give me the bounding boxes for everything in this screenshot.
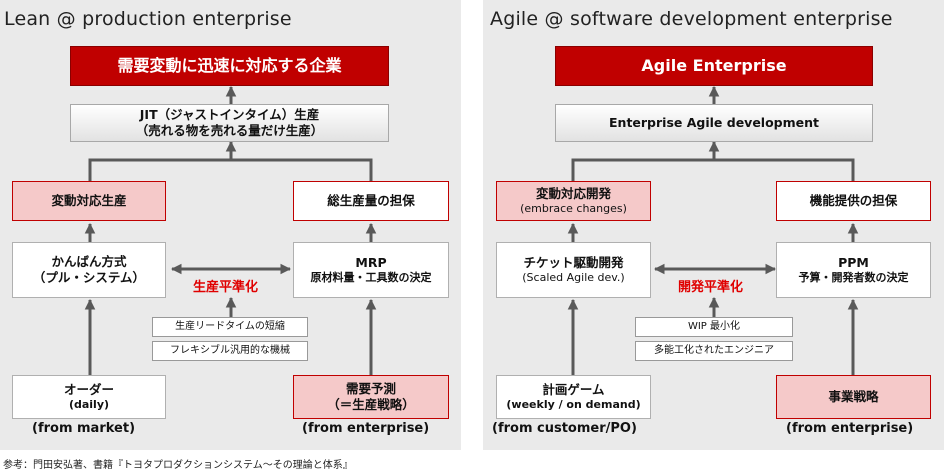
lean-mrp-title: MRP: [355, 255, 387, 271]
agile-feature-delivery-box: 機能提供の担保: [776, 181, 931, 221]
lean-forecast-title: 需要予測: [345, 381, 396, 397]
reference-footnote: 参考：門田安弘著、書籍『トヨタプロダクションシステム〜その理論と体系』: [3, 460, 353, 471]
lean-mrp-box: MRP 原材料量・工具数の決定: [293, 242, 449, 298]
lean-demand-forecast-box: 需要予測 （＝生産戦略）: [293, 375, 449, 419]
agile-ppm-box: PPM 予算・開発者数の決定: [776, 242, 931, 298]
lean-mrp-subtitle: 原材料量・工具数の決定: [310, 270, 432, 284]
lean-kanban-subtitle: （プル・システム）: [32, 270, 146, 285]
lean-jit-box: JIT（ジャストインタイム）生産 （売れる物を売れる量だけ生産）: [70, 104, 389, 142]
lean-kanban-title: かんばん方式: [51, 254, 127, 270]
lean-panel-title: Lean @ production enterprise: [4, 8, 292, 30]
lean-order-subtitle: (daily): [68, 397, 110, 411]
agile-panel-title: Agile @ software development enterprise: [490, 8, 893, 30]
agile-source-enterprise: (from enterprise): [786, 421, 914, 436]
agile-goal-box: Agile Enterprise: [555, 46, 873, 86]
agile-planning-subtitle: (weekly / on demand): [506, 397, 641, 411]
agile-enabler-wip: WIP 最小化: [635, 317, 793, 337]
agile-eadev-box: Enterprise Agile development: [555, 104, 873, 142]
agile-planning-title: 計画ゲーム: [542, 382, 605, 398]
lean-order-box: オーダー (daily): [12, 375, 166, 419]
agile-ticket-driven-box: チケット駆動開発 (Scaled Agile dev.): [496, 242, 651, 298]
agile-variable-dev-title: 変動対応開発: [535, 186, 611, 202]
agile-planning-game-box: 計画ゲーム (weekly / on demand): [496, 375, 651, 419]
lean-source-enterprise: (from enterprise): [302, 421, 430, 436]
lean-jit-subtitle: （売れる物を売れる量だけ生産）: [135, 123, 324, 138]
lean-leveling-label: 生産平準化: [193, 280, 259, 295]
lean-kanban-box: かんばん方式 （プル・システム）: [12, 242, 166, 298]
lean-order-title: オーダー: [63, 382, 114, 398]
lean-jit-title: JIT（ジャストインタイム）生産: [139, 107, 320, 123]
lean-forecast-subtitle: （＝生産戦略）: [327, 397, 415, 412]
agile-variable-dev-subtitle: (embrace changes): [520, 201, 627, 215]
agile-business-strategy-box: 事業戦略: [776, 375, 931, 419]
lean-enabler-flexible-machines: フレキシブル汎用的な機械: [152, 341, 308, 361]
agile-source-customer: (from customer/PO): [492, 421, 637, 436]
agile-variable-dev-box: 変動対応開発 (embrace changes): [496, 181, 651, 221]
agile-ppm-subtitle: 予算・開発者数の決定: [798, 270, 909, 284]
agile-ticket-subtitle: (Scaled Agile dev.): [522, 270, 625, 284]
lean-variable-production-box: 変動対応生産: [12, 181, 166, 221]
lean-source-market: (from market): [32, 421, 136, 436]
lean-goal-box: 需要変動に迅速に対応する企業: [70, 46, 389, 86]
agile-ticket-title: チケット駆動開発: [523, 255, 624, 271]
agile-ppm-title: PPM: [838, 255, 869, 271]
agile-enabler-multiskill: 多能工化されたエンジニア: [635, 341, 793, 361]
lean-total-volume-box: 総生産量の担保: [293, 181, 449, 221]
agile-leveling-label: 開発平準化: [678, 280, 744, 295]
lean-enabler-lead-time: 生産リードタイムの短縮: [152, 317, 308, 337]
